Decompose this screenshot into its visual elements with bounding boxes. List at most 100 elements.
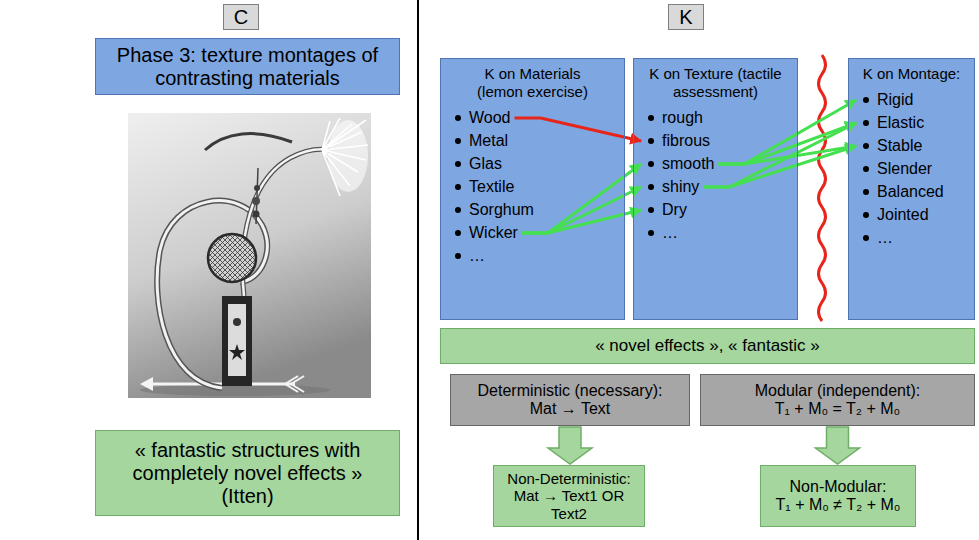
box-text: Non-Modular: — [790, 478, 887, 496]
list-item: Balanced — [859, 181, 944, 203]
bullet-dot — [863, 189, 869, 195]
bead — [253, 211, 260, 218]
list-item: Textile — [451, 176, 514, 198]
quote-box: « fantastic structures with completely n… — [95, 430, 400, 516]
green-arrow — [522, 210, 641, 233]
box-text: Modular (independent): — [755, 382, 920, 400]
property-box: Deterministic (necessary):Mat → Text — [450, 374, 690, 426]
box-body: T₁ + M₀ = T₂ + M₀ — [775, 400, 901, 418]
sculpture-photo — [128, 113, 371, 398]
upright-wire-shadow — [243, 149, 330, 296]
bullet-dot — [455, 230, 461, 236]
list-item: rough — [644, 107, 703, 129]
list-item: Wicker — [451, 222, 518, 244]
list-item: Jointed — [859, 204, 929, 226]
list-item-text: Wood — [469, 109, 511, 126]
list-item-text: Elastic — [877, 114, 924, 131]
base-frame — [222, 296, 252, 386]
box-fill — [440, 58, 625, 320]
floor-arrow-head — [140, 377, 153, 391]
base-dot — [233, 318, 241, 326]
box-text: C — [234, 6, 248, 29]
bullet-dot — [863, 143, 869, 149]
bullet-dot — [455, 161, 461, 167]
base-panel — [228, 304, 246, 376]
box-body: Mat → Text1 OR Text2 — [502, 487, 636, 522]
bullet-dot — [455, 253, 461, 259]
bullet-dot — [648, 138, 654, 144]
bullet-dot — [455, 207, 461, 213]
list-item-text: Balanced — [877, 183, 944, 200]
photo-ground — [128, 113, 371, 398]
phase-box: Phase 3: texture montages of contrasting… — [95, 38, 400, 95]
list-item-text: Textile — [469, 178, 514, 195]
effects-band: « novel effects », « fantastic » — [440, 328, 975, 364]
bullet-dot — [863, 212, 869, 218]
block-arrow — [816, 427, 860, 464]
box-fill — [760, 465, 916, 527]
wire-loop — [157, 201, 267, 388]
list-item-text: Sorghum — [469, 201, 534, 218]
red-arrow — [515, 118, 641, 141]
box-text: Phase 3: texture montages of contrasting… — [104, 44, 391, 90]
list-item: Dry — [644, 199, 687, 221]
box-fill — [668, 4, 704, 30]
list-item-text: fibrous — [662, 132, 710, 149]
box-text: K — [679, 6, 692, 29]
list-item: Wood — [451, 107, 511, 129]
result-box: Non-Modular:T₁ + M₀ ≠ T₂ + M₀ — [760, 465, 916, 527]
list-item: Sorghum — [451, 199, 534, 221]
box-fill — [493, 465, 645, 527]
list-item-text: rough — [662, 109, 703, 126]
list-item: Metal — [451, 130, 508, 152]
green-arrow — [718, 146, 856, 164]
feather-tuft — [322, 118, 368, 196]
bullet-dot — [648, 161, 654, 167]
list-item-text: Jointed — [877, 206, 929, 223]
box-text: Non-Deterministic: — [507, 470, 630, 487]
panel-tag: K — [668, 4, 704, 30]
panel-divider — [417, 0, 419, 540]
list-item: Glas — [451, 153, 502, 175]
knowledge-panel: K on Montage:RigidElasticStableSlenderBa… — [848, 58, 975, 320]
box-fill — [700, 374, 975, 426]
green-arrow — [522, 187, 641, 233]
upright-wire — [243, 149, 330, 296]
bullet-dot — [648, 115, 654, 121]
panel-heading: K on Materials (lemon exercise) — [463, 65, 603, 101]
green-arrow — [522, 164, 641, 233]
list-item: fibrous — [644, 130, 710, 152]
list-item-text: … — [662, 224, 678, 241]
box-fill — [450, 374, 690, 426]
bullet-dot — [648, 184, 654, 190]
base-star — [229, 344, 245, 360]
list-item: shiny — [644, 176, 699, 198]
box-body: T₁ + M₀ ≠ T₂ + M₀ — [776, 496, 901, 514]
list-item: … — [644, 222, 678, 244]
knowledge-panel: K on Texture (tactile assessment) rough fi… — [633, 58, 798, 320]
bead — [252, 197, 260, 205]
wire-loop-shadow — [157, 201, 267, 388]
bead — [254, 185, 260, 191]
bullet-dot — [455, 138, 461, 144]
list-item: Elastic — [859, 112, 924, 134]
list-item-text: Stable — [877, 137, 922, 154]
box-fill — [633, 58, 798, 320]
bullet-dot — [648, 207, 654, 213]
list-item: smooth — [644, 153, 714, 175]
list-item-text: Glas — [469, 155, 502, 172]
list-item: … — [859, 227, 893, 249]
box-text: Deterministic (necessary): — [478, 382, 663, 400]
list-item-text: shiny — [662, 178, 699, 195]
panel-heading: K on Texture (tactile assessment) — [647, 65, 785, 101]
box-fill — [95, 430, 400, 516]
top-bar — [205, 134, 292, 150]
list-item-text: Slender — [877, 160, 932, 177]
bullet-dot — [455, 115, 461, 121]
mesh-disk — [208, 234, 256, 282]
list-item: … — [451, 245, 485, 267]
list-item-text: Metal — [469, 132, 508, 149]
panel-tag: C — [223, 4, 259, 30]
